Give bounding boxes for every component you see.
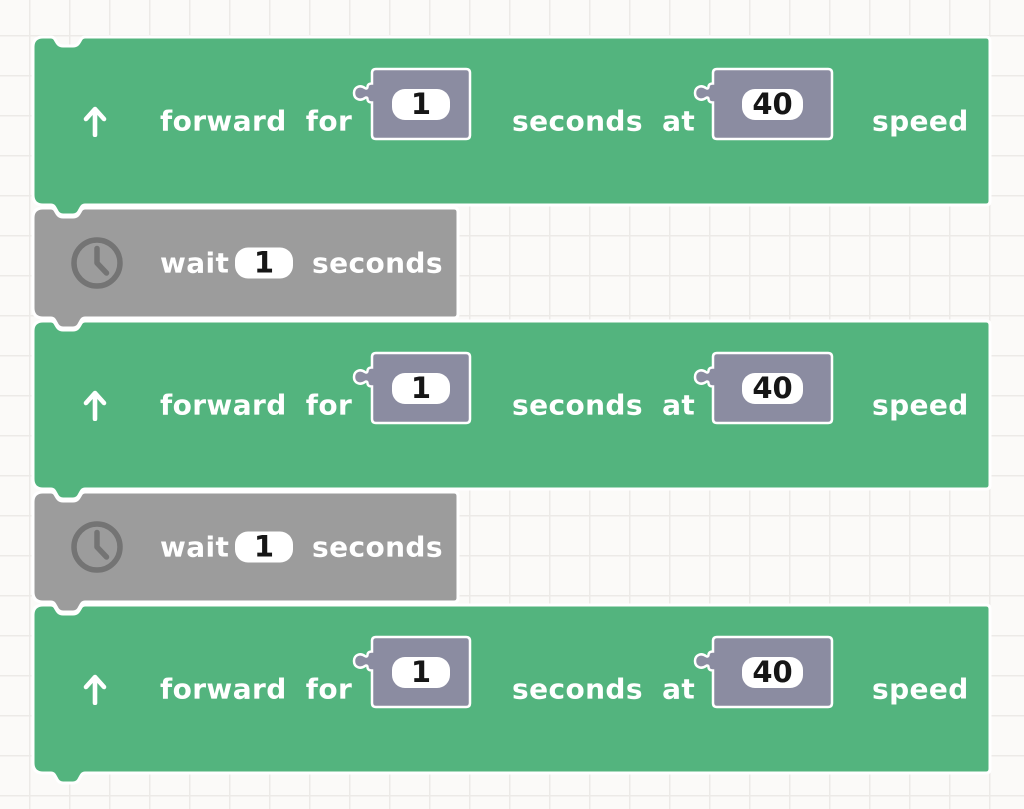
block-content-row: wait 1 seconds [33, 208, 458, 318]
speed-value-input[interactable]: 40 [742, 656, 803, 688]
block-label-forward-for: forward for [160, 388, 353, 422]
block-content-row: forward for 1 seconds at 40 speed [33, 321, 990, 489]
speed-param-piece[interactable]: 40 [693, 351, 834, 425]
speed-value-input[interactable]: 40 [742, 372, 803, 404]
block-label-seconds-at: seconds at [512, 388, 696, 422]
seconds-param-piece[interactable]: 1 [352, 67, 472, 141]
speed-param-piece[interactable]: 40 [693, 635, 834, 709]
speed-param-piece[interactable]: 40 [693, 67, 834, 141]
wait-seconds-input[interactable]: 1 [235, 247, 293, 279]
block-label-speed: speed [872, 104, 969, 138]
wait-seconds-input[interactable]: 1 [235, 531, 293, 563]
seconds-value-input[interactable]: 1 [392, 656, 450, 688]
block-label-seconds-at: seconds at [512, 104, 696, 138]
block-label-seconds-at: seconds at [512, 672, 696, 706]
block-label-seconds: seconds [312, 246, 443, 280]
up-arrow-icon [83, 390, 107, 421]
up-arrow-icon [83, 106, 107, 137]
code-block-wait[interactable]: wait 1 seconds [31, 490, 460, 614]
block-label-speed: speed [872, 672, 969, 706]
block-label-wait: wait [160, 246, 230, 280]
clock-icon [71, 237, 123, 289]
seconds-value-input[interactable]: 1 [392, 88, 450, 120]
block-label-speed: speed [872, 388, 969, 422]
speed-value-input[interactable]: 40 [742, 88, 803, 120]
block-content-row: forward for 1 seconds at 40 speed [33, 605, 990, 773]
block-label-forward-for: forward for [160, 104, 353, 138]
code-block-forward[interactable]: forward for 1 seconds at 40 speed [31, 603, 992, 785]
block-label-seconds: seconds [312, 530, 443, 564]
code-block-forward[interactable]: forward for 1 seconds at 40 speed [31, 319, 992, 501]
code-block-forward[interactable]: forward for 1 seconds at 40 speed [31, 35, 992, 217]
block-content-row: forward for 1 seconds at 40 speed [33, 37, 990, 205]
code-block-wait[interactable]: wait 1 seconds [31, 206, 460, 330]
seconds-value-input[interactable]: 1 [392, 372, 450, 404]
seconds-param-piece[interactable]: 1 [352, 635, 472, 709]
block-content-row: wait 1 seconds [33, 492, 458, 602]
block-label-wait: wait [160, 530, 230, 564]
clock-icon [71, 521, 123, 573]
block-label-forward-for: forward for [160, 672, 353, 706]
up-arrow-icon [83, 674, 107, 705]
seconds-param-piece[interactable]: 1 [352, 351, 472, 425]
